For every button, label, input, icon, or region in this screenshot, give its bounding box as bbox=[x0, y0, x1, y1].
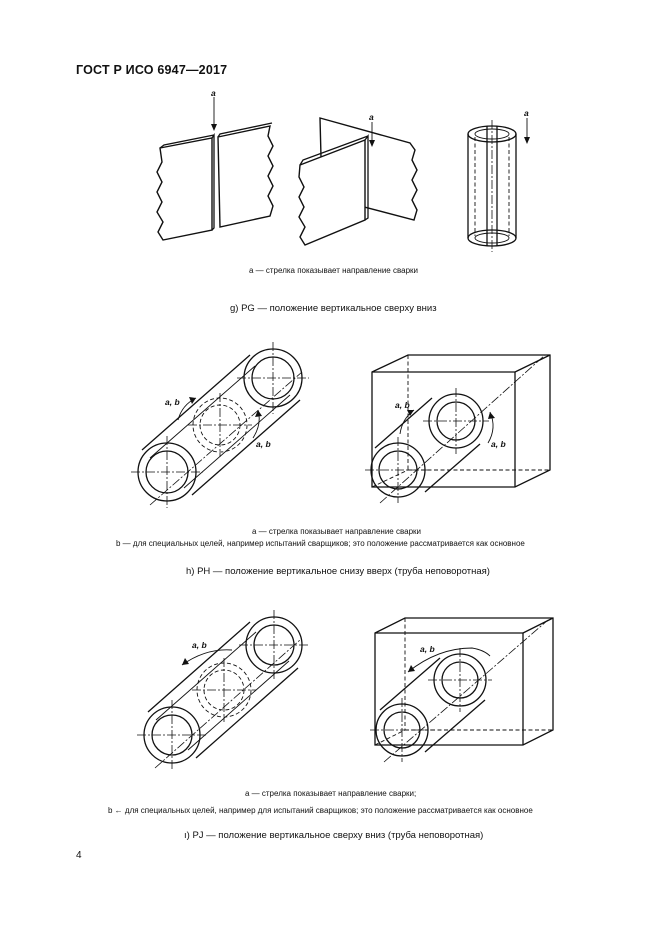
note-a: a — стрелка показывает направление сварк… bbox=[245, 789, 417, 798]
corner-joint-plates: a bbox=[298, 112, 418, 246]
document-header: ГОСТ Р ИСО 6947—2017 bbox=[76, 63, 228, 77]
label-ab: a, b bbox=[256, 439, 271, 449]
caption-h: h) PH — положение вертикальное снизу вве… bbox=[186, 566, 490, 577]
label-ab: a, b bbox=[420, 644, 435, 654]
note-a: a — стрелка показывает направление сварк… bbox=[252, 527, 421, 536]
inclined-pipe-h-left: a, b a, b bbox=[131, 342, 309, 508]
note-a: a — стрелка показывает направление сварк… bbox=[249, 266, 418, 275]
page-number: 4 bbox=[76, 850, 82, 861]
label-ab: a, b bbox=[165, 397, 180, 407]
label-a: a bbox=[211, 88, 216, 98]
label-ab: a, b bbox=[192, 640, 207, 650]
pipe-in-box-i-right: a, b bbox=[370, 617, 554, 763]
note-b: b — для специальных целей, например испы… bbox=[116, 539, 525, 548]
label-ab: a, b bbox=[491, 439, 506, 449]
vertical-pipe: a bbox=[467, 108, 530, 252]
note-b: b ← для специальных целей, например для … bbox=[108, 806, 533, 815]
butt-joint-plates: a bbox=[156, 88, 274, 241]
caption-i: ı) PJ — положение вертикальное сверху вн… bbox=[184, 830, 484, 841]
label-a: a bbox=[369, 112, 374, 122]
inclined-pipe-i-left: a, b bbox=[137, 610, 309, 770]
label-ab: a, b bbox=[395, 400, 410, 410]
label-a: a bbox=[524, 108, 529, 118]
pipe-in-box-h-right: a, b a, b bbox=[365, 354, 551, 504]
caption-g: g) PG — положение вертикальное сверху вн… bbox=[230, 303, 437, 314]
